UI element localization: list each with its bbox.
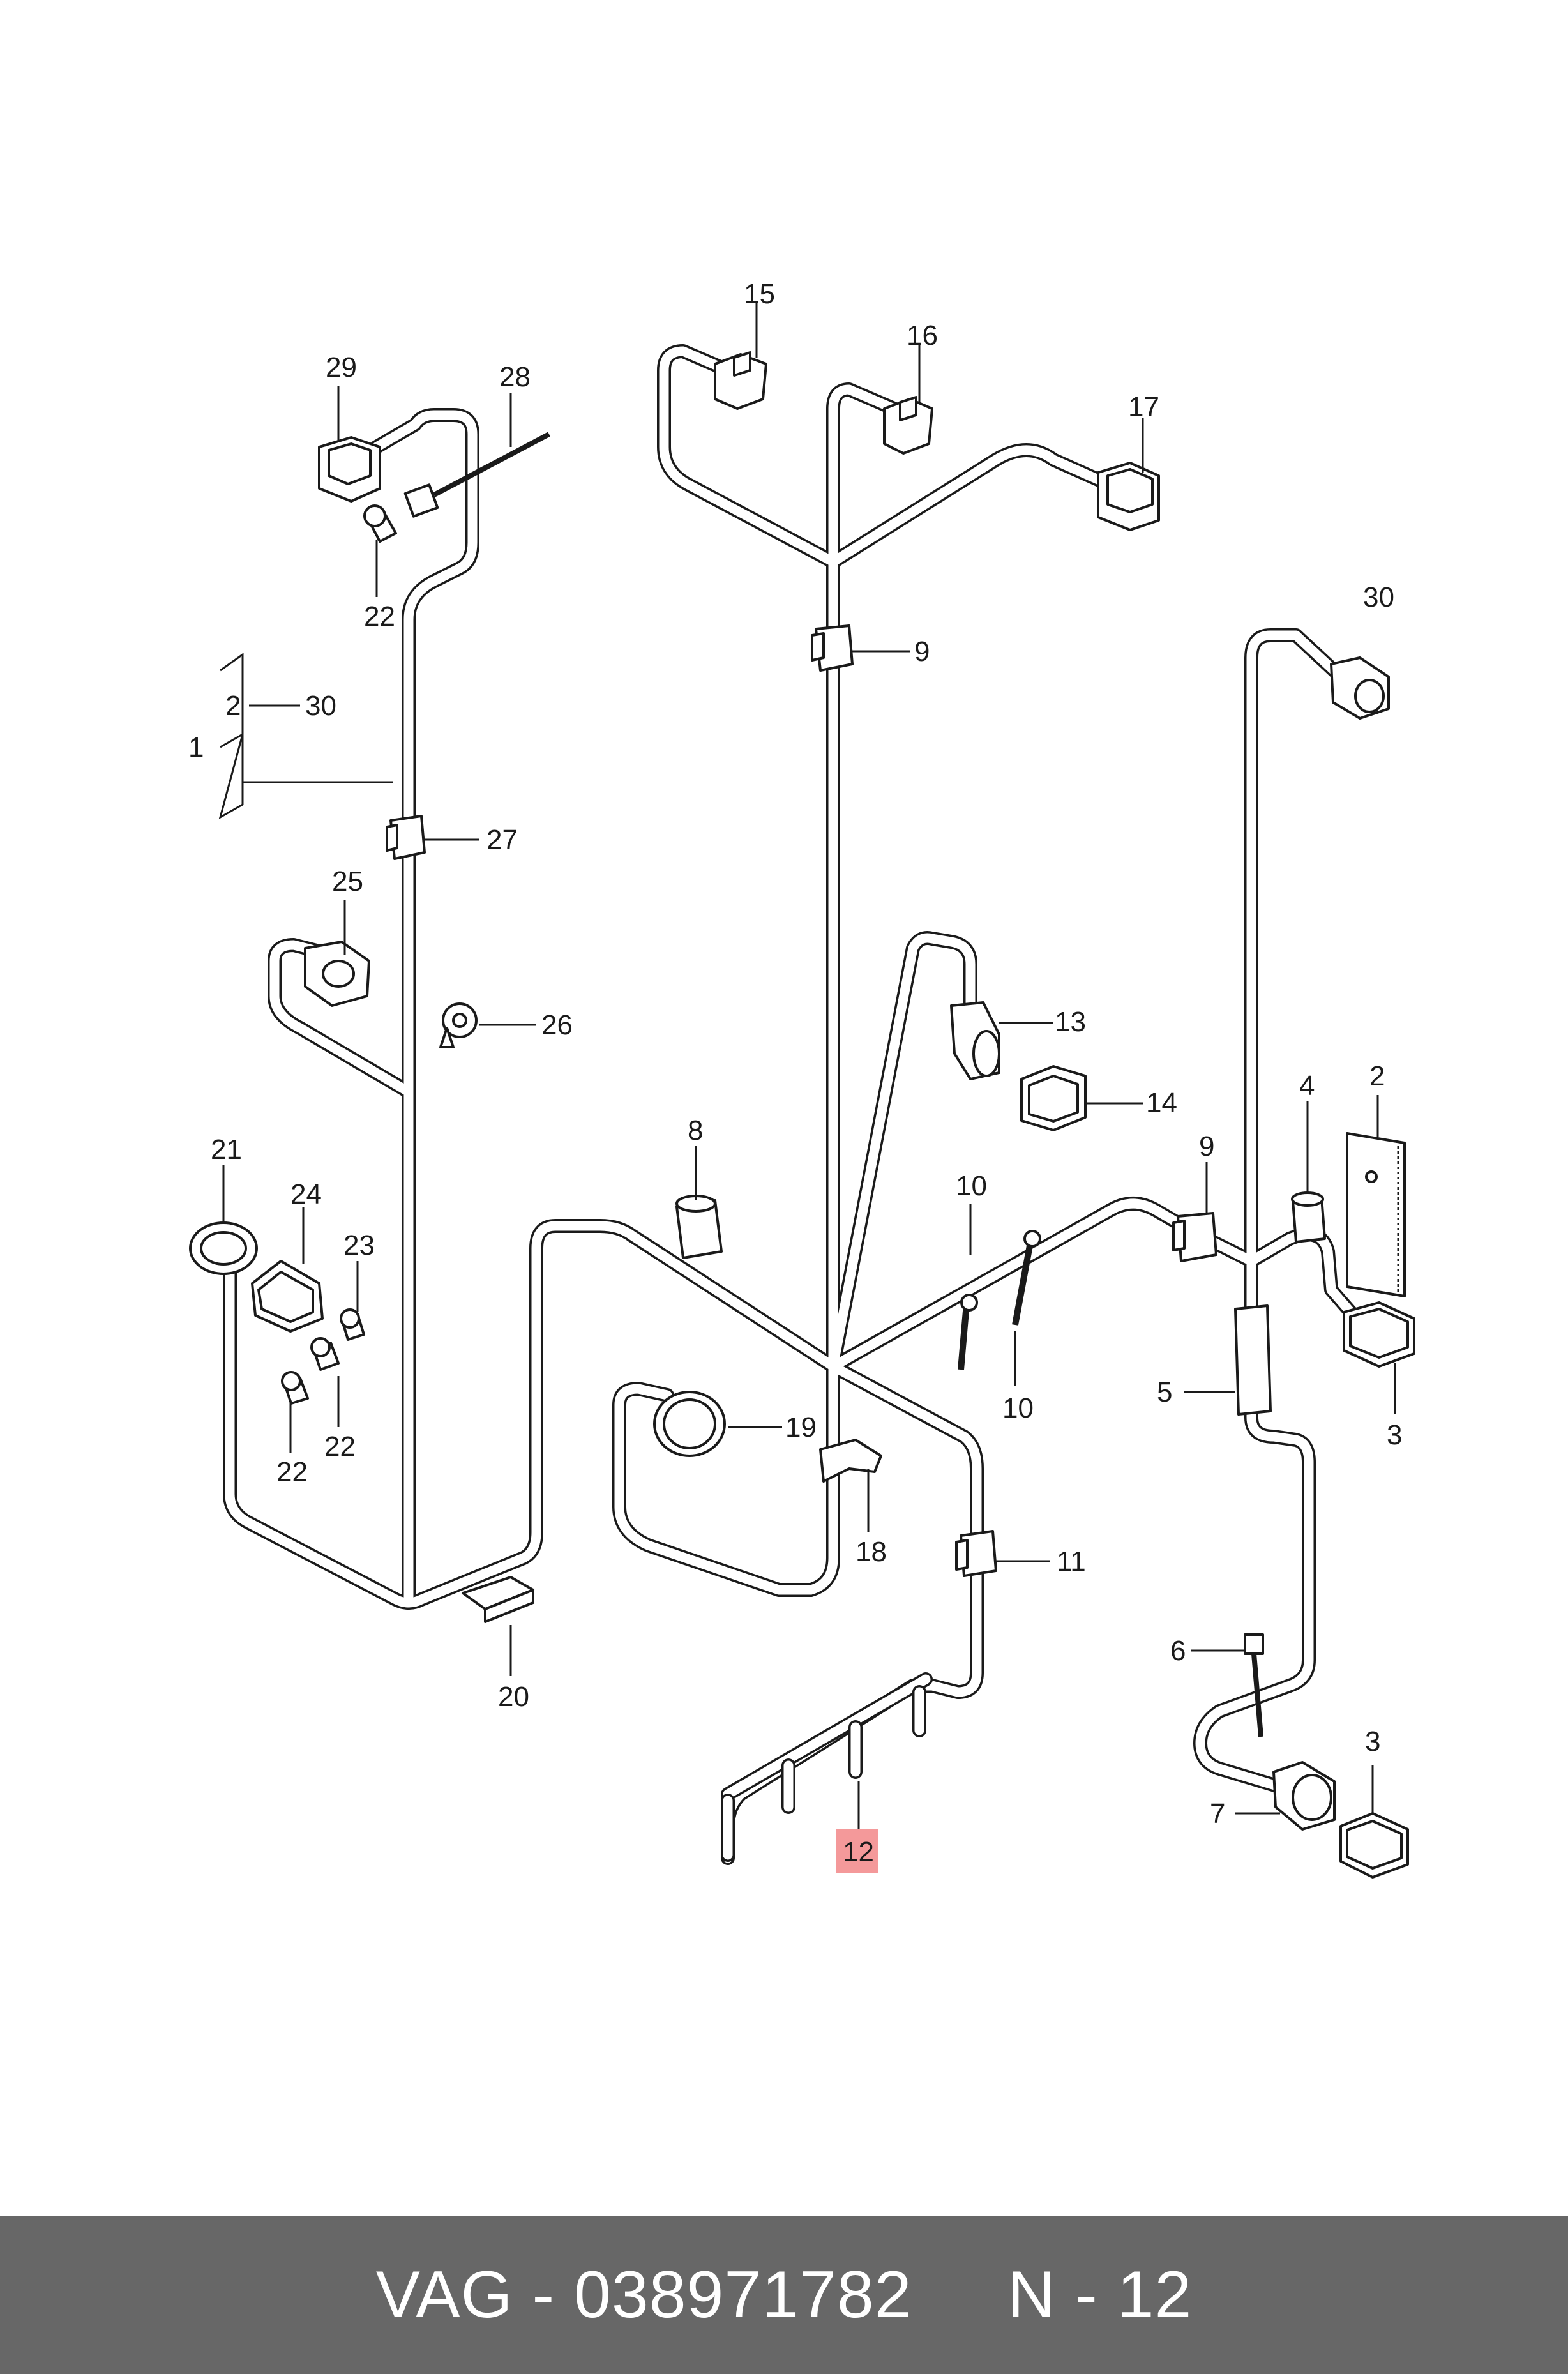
connector-15 xyxy=(714,351,767,410)
grommet-4 xyxy=(1291,1191,1326,1243)
label-12: 12 xyxy=(843,1836,874,1868)
cable-tie-6 xyxy=(1244,1633,1264,1737)
label-30-left: 30 xyxy=(305,690,336,722)
clip-8 xyxy=(675,1195,723,1259)
label-21: 21 xyxy=(211,1134,242,1165)
label-9-upper: 9 xyxy=(914,636,930,667)
label-27: 27 xyxy=(486,824,518,856)
clip-27 xyxy=(386,815,426,860)
grommet-26 xyxy=(439,1002,478,1048)
brand-separator: - xyxy=(532,2257,555,2332)
brand-name: VAG xyxy=(375,2257,513,2332)
connector-3b xyxy=(1339,1812,1409,1879)
label-plate-2 xyxy=(1346,1132,1406,1297)
label-26: 26 xyxy=(541,1009,573,1041)
label-29: 29 xyxy=(326,352,357,383)
ref-separator: - xyxy=(1075,2257,1098,2332)
label-8: 8 xyxy=(688,1115,703,1146)
label-15: 15 xyxy=(744,278,775,310)
label-19: 19 xyxy=(785,1412,817,1443)
label-10-upper: 10 xyxy=(956,1170,987,1202)
connector-3a xyxy=(1343,1301,1415,1368)
part-number: 038971782 xyxy=(574,2257,912,2332)
label-5: 5 xyxy=(1157,1377,1172,1408)
connector-30 xyxy=(1330,656,1390,720)
label-2-left: 2 xyxy=(225,690,241,722)
connector-16 xyxy=(883,396,933,455)
label-25: 25 xyxy=(332,866,363,897)
label-23: 23 xyxy=(343,1230,375,1261)
label-1: 1 xyxy=(188,732,204,763)
holder-20 xyxy=(462,1576,534,1623)
clip-9a xyxy=(811,624,854,672)
connector-25 xyxy=(304,941,370,1007)
part-number-footer: VAG - 038971782 N - 12 xyxy=(0,2216,1568,2374)
label-6: 6 xyxy=(1170,1635,1186,1667)
leader-lines xyxy=(218,303,1396,1833)
wire-harness xyxy=(210,344,1361,1865)
label-20: 20 xyxy=(498,1681,529,1712)
label-3-upper: 3 xyxy=(1387,1419,1402,1451)
label-22-left: 22 xyxy=(276,1456,308,1488)
label-9-lower: 9 xyxy=(1199,1131,1214,1162)
cable-tie-10a xyxy=(958,1294,978,1370)
label-10-lower: 10 xyxy=(1002,1393,1034,1424)
label-11: 11 xyxy=(1057,1546,1086,1577)
cable-tie-28 xyxy=(403,432,550,518)
connector-24 xyxy=(251,1260,324,1333)
connector-7 xyxy=(1272,1761,1336,1831)
label-30-upper: 30 xyxy=(1363,582,1394,613)
label-16: 16 xyxy=(907,320,938,351)
callout-labels: 15 16 17 29 28 22 9 30 2 30 1 27 25 26 1… xyxy=(188,278,1402,1868)
label-13: 13 xyxy=(1055,1006,1086,1038)
label-2-right: 2 xyxy=(1369,1061,1385,1092)
label-4: 4 xyxy=(1299,1070,1315,1101)
bolt-22b xyxy=(310,1337,340,1371)
connector-21 xyxy=(189,1221,258,1275)
label-22-top: 22 xyxy=(364,601,395,632)
label-22-right: 22 xyxy=(324,1431,356,1462)
holder-5 xyxy=(1234,1304,1272,1416)
highlight-12 xyxy=(836,1829,878,1873)
clip-18 xyxy=(819,1439,882,1483)
cable-tie-10b xyxy=(1012,1230,1041,1326)
bolt-23 xyxy=(340,1308,365,1341)
connector-14 xyxy=(1020,1065,1087,1131)
label-18: 18 xyxy=(856,1536,887,1568)
injector-rail-12 xyxy=(721,1672,933,1862)
bolt-22c xyxy=(281,1371,309,1405)
bolt-22a xyxy=(363,504,397,543)
label-3-lower: 3 xyxy=(1365,1726,1380,1757)
label-7: 7 xyxy=(1210,1798,1225,1829)
parts-diagram: 15 16 17 29 28 22 9 30 2 30 1 27 25 26 1… xyxy=(188,278,1415,1879)
label-17: 17 xyxy=(1128,391,1159,423)
label-14: 14 xyxy=(1146,1087,1177,1119)
label-24: 24 xyxy=(290,1179,322,1210)
footer-text: VAG - 038971782 N - 12 xyxy=(376,2257,1193,2333)
clip-9b xyxy=(1172,1212,1217,1262)
connector-17 xyxy=(1097,462,1160,531)
connector-13 xyxy=(950,1001,1000,1080)
ref-number: 12 xyxy=(1117,2257,1193,2332)
label-28: 28 xyxy=(499,361,531,393)
ref-prefix: N xyxy=(1007,2257,1057,2332)
clip-11 xyxy=(955,1530,997,1577)
connector-29 xyxy=(318,436,381,503)
connector-19 xyxy=(653,1391,726,1457)
